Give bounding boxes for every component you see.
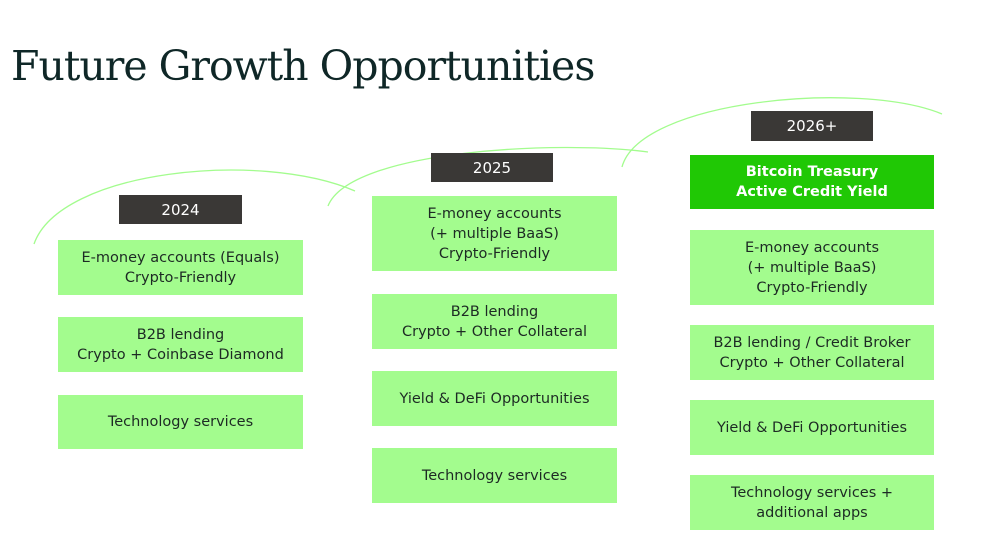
highlight-line: Active Credit Yield xyxy=(736,184,888,200)
item-line: Crypto + Other Collateral xyxy=(402,323,587,340)
item-box: Technology services xyxy=(372,448,617,503)
year-label-2024: 2024 xyxy=(119,195,242,224)
item-line: E-money accounts (Equals) xyxy=(81,249,280,266)
item-line: Crypto-Friendly xyxy=(438,245,551,262)
page-title: Future Growth Opportunities xyxy=(11,42,595,90)
item-box: Technology services + additional apps xyxy=(690,475,934,530)
item-line: E-money accounts xyxy=(744,239,879,256)
item-box: B2B lending Crypto + Other Collateral xyxy=(372,294,617,349)
item-line: Crypto-Friendly xyxy=(124,269,237,286)
item-line: Technology services xyxy=(107,414,254,430)
item-line: (+ multiple BaaS) xyxy=(430,225,559,242)
item-line: Technology services + xyxy=(730,484,894,501)
item-line: (+ multiple BaaS) xyxy=(747,259,877,276)
item-line: B2B lending xyxy=(136,326,225,343)
item-line: additional apps xyxy=(756,504,868,521)
item-line: B2B lending / Credit Broker xyxy=(713,334,911,351)
item-box: E-money accounts (+ multiple BaaS) Crypt… xyxy=(690,230,934,305)
item-line: Technology services xyxy=(421,467,568,484)
item-line: E-money accounts xyxy=(427,205,562,222)
arc-2024 xyxy=(33,169,356,245)
arc-2026 xyxy=(621,97,943,168)
item-box: Technology services xyxy=(58,395,303,449)
item-box: B2B lending / Credit Broker Crypto + Oth… xyxy=(690,325,934,380)
item-box: Yield & DeFi Opportunities xyxy=(372,371,617,426)
item-box: Yield & DeFi Opportunities xyxy=(690,400,934,455)
item-line: Yield & DeFi Opportunities xyxy=(717,419,907,436)
item-box: B2B lending Crypto + Coinbase Diamond xyxy=(58,317,303,372)
item-line: Crypto-Friendly xyxy=(756,279,868,296)
item-box: E-money accounts (Equals) Crypto-Friendl… xyxy=(58,240,303,295)
item-line: Yield & DeFi Opportunities xyxy=(399,390,590,407)
highlight-line: Bitcoin Treasury xyxy=(745,164,879,180)
item-line: B2B lending xyxy=(450,303,539,320)
highlight-box: Bitcoin Treasury Active Credit Yield xyxy=(690,155,934,209)
item-line: Crypto + Other Collateral xyxy=(719,354,905,371)
item-box: E-money accounts (+ multiple BaaS) Crypt… xyxy=(372,196,617,271)
year-label-2026: 2026+ xyxy=(751,111,873,141)
year-label-2025: 2025 xyxy=(431,153,553,182)
item-line: Crypto + Coinbase Diamond xyxy=(77,346,284,363)
